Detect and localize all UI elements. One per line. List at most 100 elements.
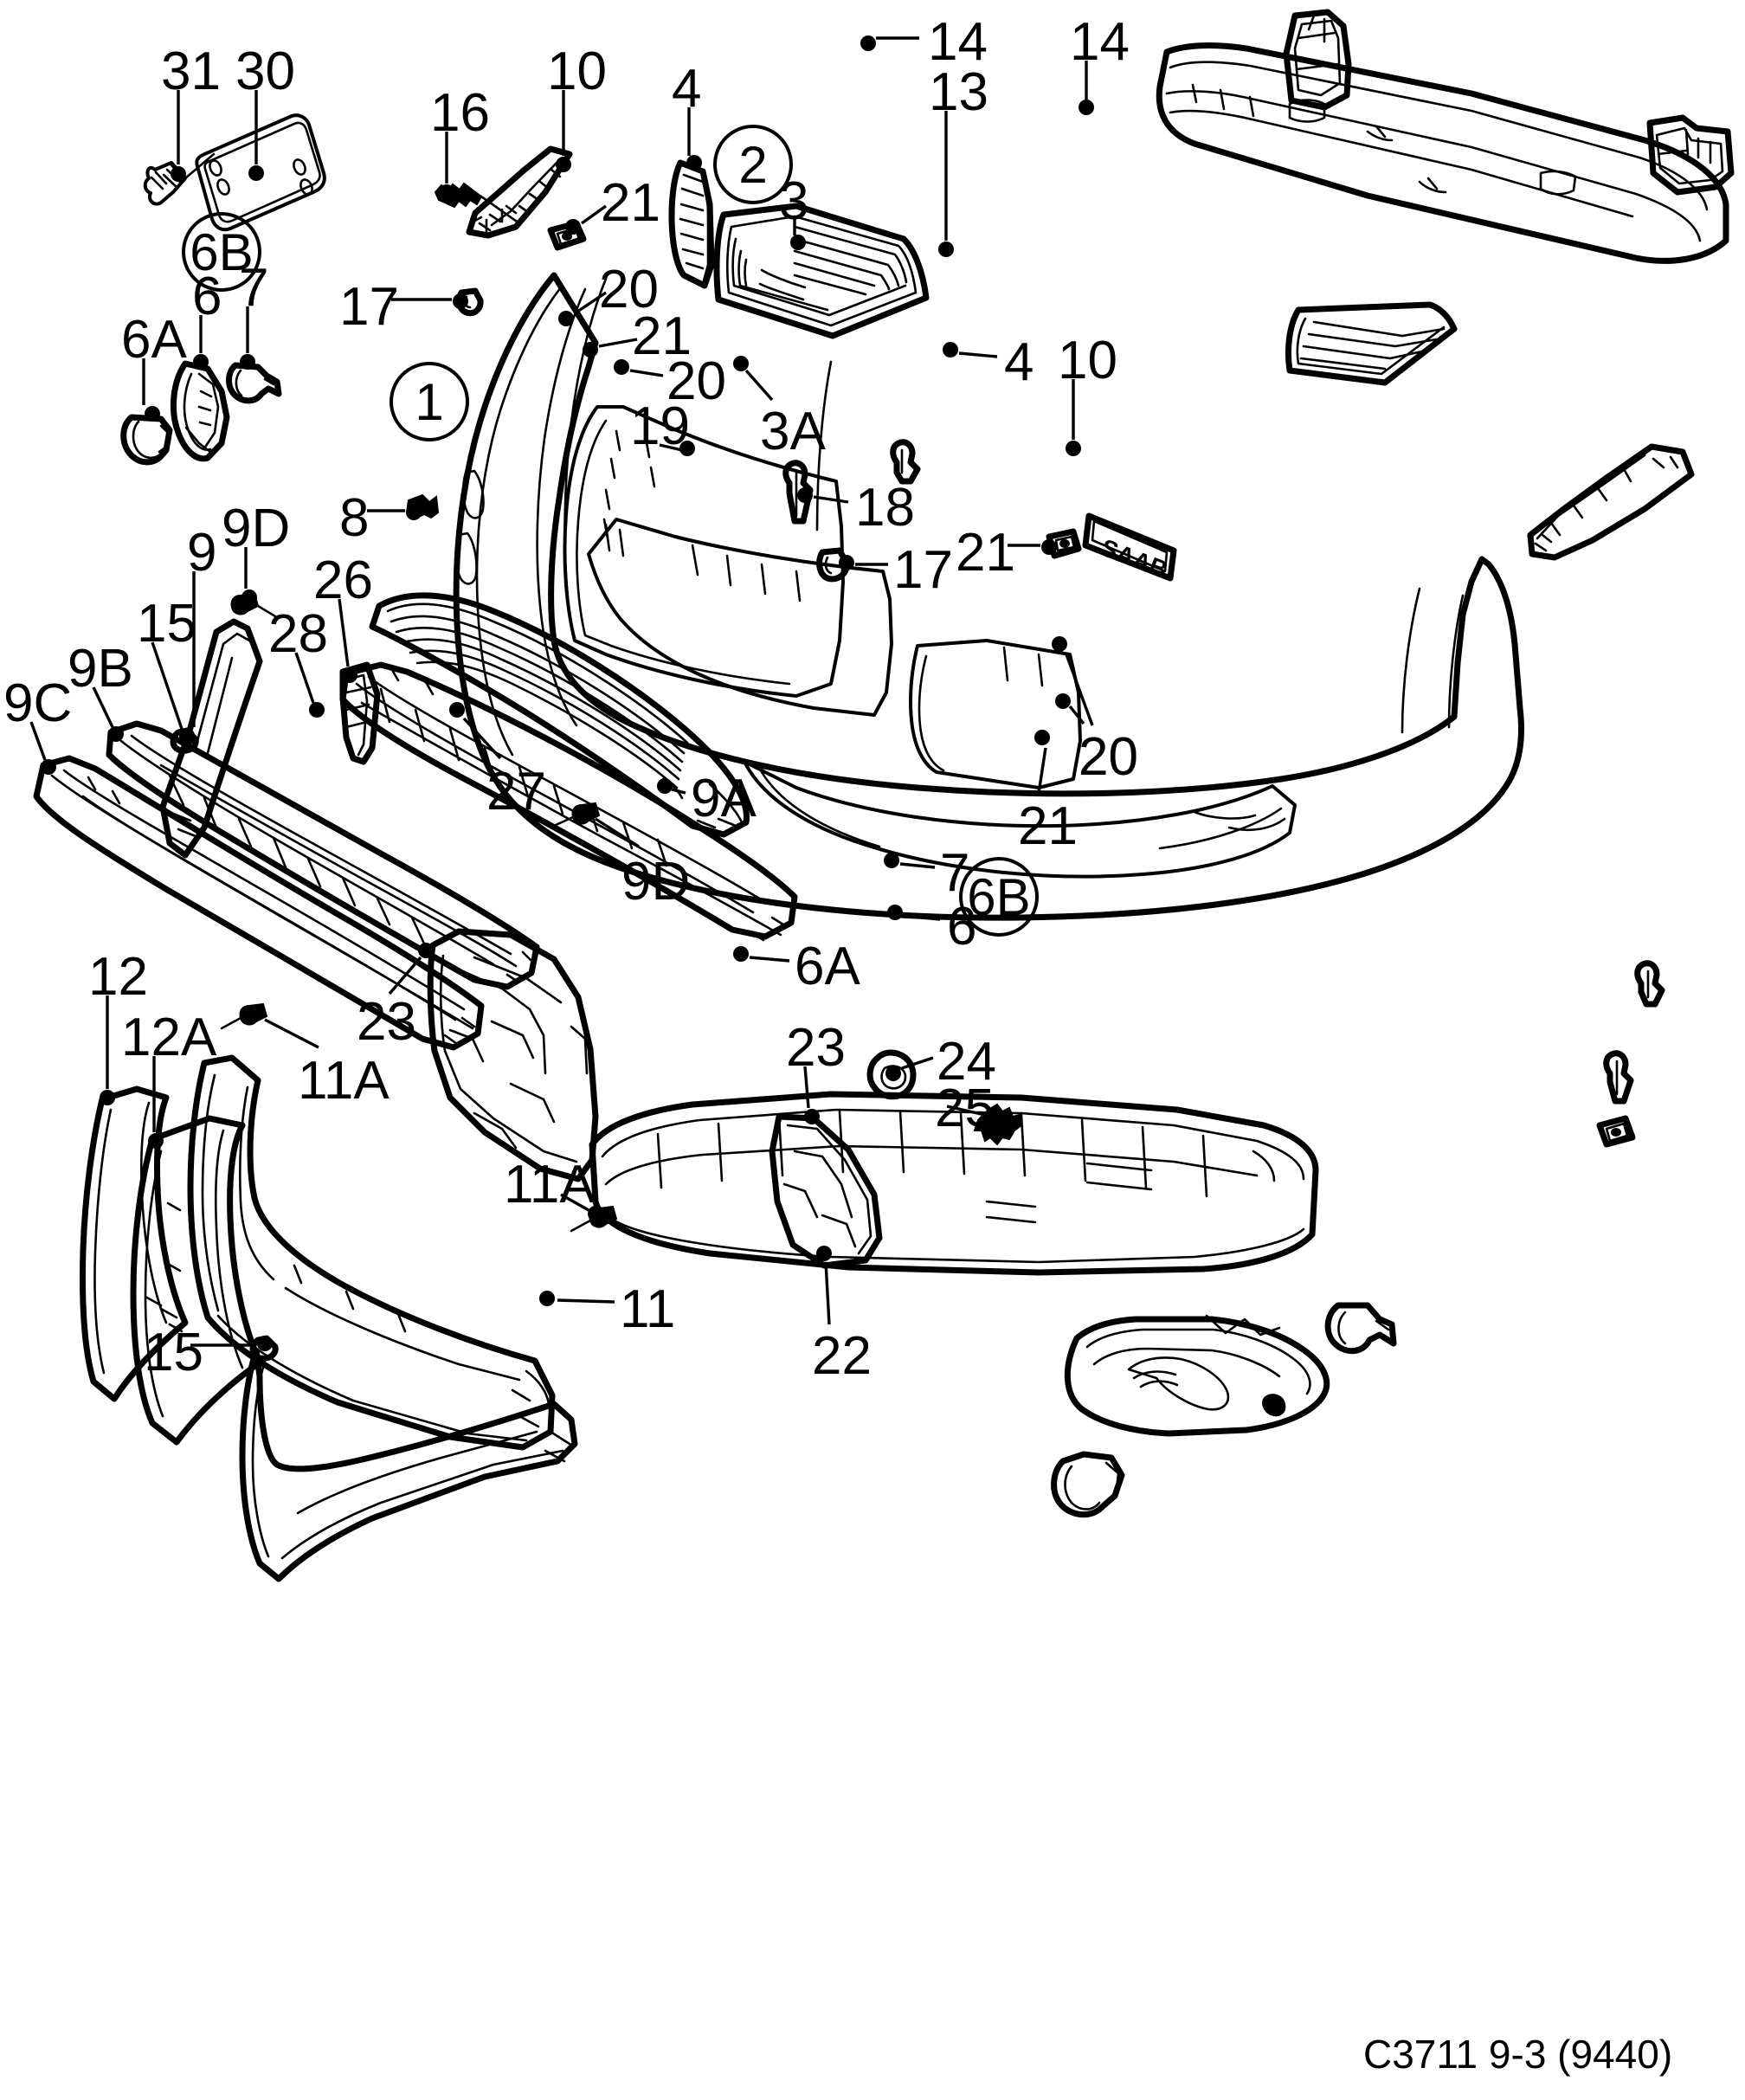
part-7-retainer-clip-left xyxy=(226,362,282,404)
leader-line-7 xyxy=(899,862,936,869)
callout-label-11A: 11A xyxy=(504,1155,596,1214)
part-10-bumper-bracket-left xyxy=(466,145,573,239)
callout-label-23: 23 xyxy=(357,992,416,1052)
circled-callout-1: 1 xyxy=(390,362,469,441)
callout-label-31: 31 xyxy=(161,42,221,101)
part-6-fog-bezel-left xyxy=(170,360,230,462)
callout-label-12A: 12A xyxy=(121,1008,217,1067)
callout-label-19: 19 xyxy=(630,396,690,456)
leader-dot-20 xyxy=(1055,693,1071,709)
part-14-impact-absorber-right xyxy=(1646,114,1735,196)
part-18-push-pin-retainer xyxy=(782,460,814,525)
leader-line-11A xyxy=(560,1193,589,1212)
part-28-bolt xyxy=(339,661,381,765)
part-17-clip-right xyxy=(816,547,850,583)
leader-dot-19 xyxy=(679,441,695,456)
circled-callout-6B: 6B xyxy=(959,857,1039,937)
leader-line-6A xyxy=(749,956,790,963)
leader-dot-14 xyxy=(860,35,876,51)
callout-label-11A: 11A xyxy=(298,1051,390,1111)
leader-line-24 xyxy=(901,1056,934,1070)
callout-label-27: 27 xyxy=(486,762,546,821)
part-21-nut-clip-right xyxy=(1046,528,1082,559)
part-4-grille-vent-left xyxy=(668,159,715,289)
part-20-push-pin-right-b xyxy=(1603,1050,1634,1105)
part-11A-screw-lower xyxy=(570,1205,618,1233)
leader-dot-14 xyxy=(1079,100,1094,115)
part-23-bracket-left xyxy=(427,928,599,1182)
callout-label-10: 10 xyxy=(1058,331,1117,390)
circled-callout-6B: 6B xyxy=(182,212,261,292)
callout-label-30: 30 xyxy=(235,42,295,101)
part-4-grille-vent-right xyxy=(1285,301,1458,386)
callout-label-20: 20 xyxy=(1079,727,1138,787)
leader-dot-20 xyxy=(1052,636,1067,652)
part-9A-lower-grille xyxy=(661,777,684,800)
callout-label-14: 14 xyxy=(928,12,988,72)
callout-label-17: 17 xyxy=(893,540,953,600)
part-16-screw xyxy=(434,182,521,225)
part-21-nut-clip-right-lower xyxy=(1596,1115,1636,1148)
callout-label-9D: 9D xyxy=(621,852,691,912)
part-31-screw xyxy=(143,152,216,206)
callout-label-15: 15 xyxy=(144,1323,203,1382)
part-21-nut-clip-upper xyxy=(547,220,587,251)
leader-line-22 xyxy=(824,1261,831,1325)
leader-dot-20 xyxy=(558,311,574,326)
callout-label-8: 8 xyxy=(339,488,370,548)
callout-label-10: 10 xyxy=(547,42,607,101)
part-15-bottom-moulding xyxy=(239,1347,578,1582)
callout-label-16: 16 xyxy=(430,83,490,143)
callout-label-26: 26 xyxy=(313,551,373,610)
callout-label-28: 28 xyxy=(268,604,328,664)
callout-label-21: 21 xyxy=(956,523,1015,583)
leader-line-9B xyxy=(92,686,114,728)
part-12A-lower-valance-trim xyxy=(130,1115,263,1446)
callout-label-13: 13 xyxy=(929,62,988,122)
leader-line-9C xyxy=(29,721,47,761)
part-25-screw xyxy=(973,1103,1023,1146)
leader-dot-11 xyxy=(539,1291,555,1306)
part-9D-screw-upper xyxy=(230,592,277,618)
part-6A-fog-lamp-right xyxy=(1051,1451,1125,1518)
callout-label-4: 4 xyxy=(1004,332,1034,392)
callout-label-20: 20 xyxy=(1079,727,1138,787)
part-1-front-bumper-cover xyxy=(453,272,1524,921)
leader-line-21 xyxy=(581,204,607,225)
callout-label-9A: 9A xyxy=(691,769,757,828)
callout-label-15: 15 xyxy=(137,594,196,654)
leader-dot-13 xyxy=(938,242,954,257)
callout-label-24: 24 xyxy=(937,1032,996,1092)
leader-dot-7 xyxy=(884,853,899,868)
leader-dot-4 xyxy=(943,342,958,358)
leader-line-20 xyxy=(574,291,607,315)
callout-label-12: 12 xyxy=(88,947,148,1007)
callout-label-9D: 9D xyxy=(222,499,291,558)
part-17-clip-left xyxy=(455,287,484,317)
leader-dot-21 xyxy=(1034,730,1050,745)
callout-label-3A: 3A xyxy=(760,402,826,461)
leader-line-20 xyxy=(629,369,664,377)
leader-line-19 xyxy=(659,443,683,452)
callout-label-9B: 9B xyxy=(68,639,133,699)
leader-dot-24 xyxy=(885,1066,901,1081)
callout-label-23: 23 xyxy=(786,1018,846,1078)
callout-label-21: 21 xyxy=(632,306,692,366)
part-7-retainer-clip-right xyxy=(1324,1302,1397,1355)
callout-label-11: 11 xyxy=(620,1279,676,1339)
circled-callout-2: 2 xyxy=(713,125,793,204)
part-23-bracket-right xyxy=(769,1113,883,1269)
callout-label-18: 18 xyxy=(855,478,915,538)
leader-dot-30 xyxy=(248,165,264,181)
part-9B-lower-trim xyxy=(106,720,540,990)
callout-label-6A: 6A xyxy=(121,310,187,370)
leader-dot-27 xyxy=(449,702,465,718)
leader-line-23 xyxy=(803,1066,810,1109)
leader-line-28 xyxy=(294,652,315,704)
leader-line-11 xyxy=(557,1298,615,1304)
part-11A-screw-upper xyxy=(220,1002,268,1030)
part-19-push-pin-retainer xyxy=(890,439,921,485)
leader-line-21 xyxy=(1037,747,1047,794)
leader-dot-20 xyxy=(614,359,629,375)
